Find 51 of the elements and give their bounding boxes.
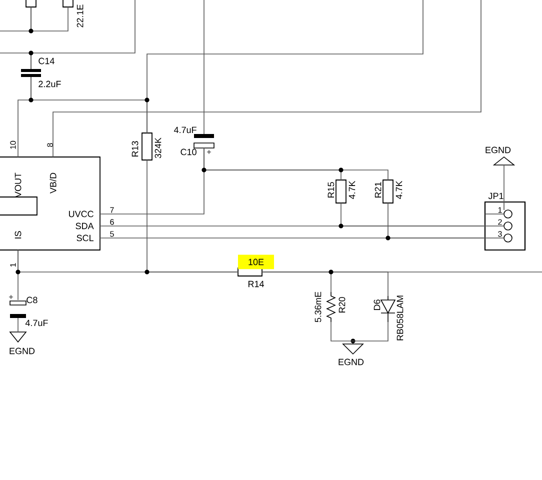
component-label: R14: [248, 280, 264, 288]
highlighted-value: 10E: [238, 254, 274, 270]
wire: [0, 6, 32, 32]
pin-name: SCL: [76, 234, 94, 242]
wire: [146, 160, 238, 272]
component-label: R21: [374, 182, 382, 198]
pin-number: 8: [47, 143, 53, 147]
wire: [146, 0, 424, 134]
pin-number: 3: [498, 231, 502, 237]
component-label: EGND: [10, 348, 35, 354]
component-label: 4.7K: [348, 180, 356, 200]
pin-number: 5: [110, 231, 114, 237]
wire: [204, 148, 388, 180]
component-label: C14: [38, 58, 54, 64]
component-label: 4.7uF: [174, 126, 196, 134]
pin-number: 7: [110, 207, 114, 213]
component-label: EGND: [338, 358, 364, 366]
component-label: R20: [338, 297, 346, 312]
pin-number: 1: [498, 207, 502, 213]
wire: [30, 6, 68, 32]
wire: [330, 322, 354, 342]
pin-name: UVCC: [69, 210, 94, 218]
resistor-symbol: [26, 0, 36, 8]
pin-name: SDA: [76, 222, 94, 230]
wire: [52, 0, 482, 158]
pin-number: 2: [498, 219, 502, 225]
pin-name: IS: [14, 231, 22, 238]
component-label: D6: [374, 300, 380, 310]
component-label: C8: [26, 296, 38, 304]
component-label: R13: [132, 141, 138, 156]
component-label: 2.2uF: [38, 80, 61, 88]
wire: [388, 202, 486, 238]
wire: [340, 202, 486, 226]
pin-name: VB/D: [50, 172, 56, 194]
component-label: R15: [328, 182, 334, 198]
component-label: 4.7uF: [25, 320, 48, 326]
pin-name: VOUT: [14, 172, 22, 198]
wire: [352, 322, 388, 342]
pin-number: 10: [10, 140, 16, 149]
pin-number: 6: [110, 219, 114, 225]
component-label: EGND: [486, 146, 511, 154]
component-label: 5.36mE: [314, 292, 322, 322]
wire: [30, 0, 136, 70]
component-label: C10: [180, 148, 196, 156]
component-label: JP1: [488, 192, 504, 200]
component-label: 4.7K: [396, 180, 402, 200]
component-label: 324K: [154, 138, 162, 158]
pin-number: 1: [10, 263, 16, 267]
wire: [262, 272, 388, 296]
component-label: RB058LAM: [396, 296, 404, 340]
component-label: 22.1E: [76, 4, 84, 28]
